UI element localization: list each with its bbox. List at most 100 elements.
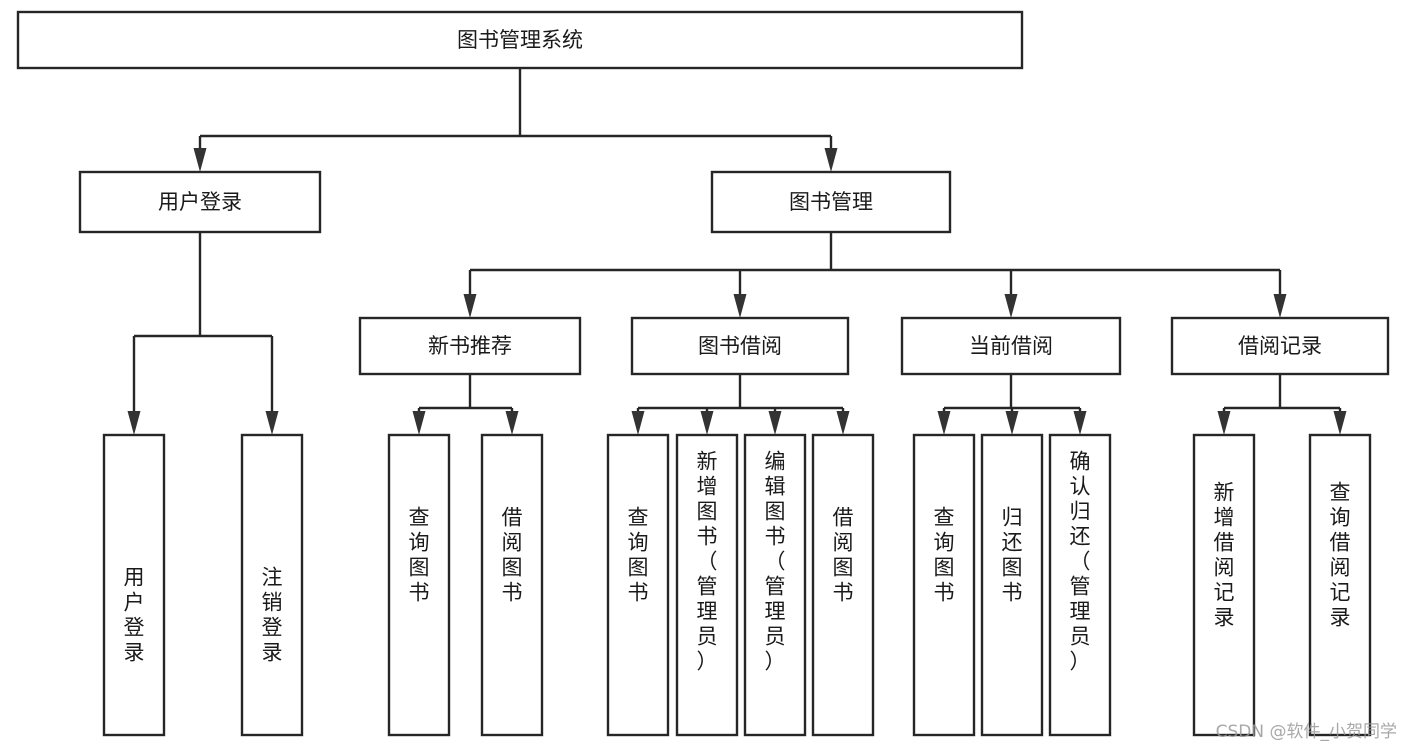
node-box[interactable] (912, 433, 976, 737)
node-box[interactable] (743, 433, 807, 737)
svg-text:录: 录 (1330, 606, 1351, 630)
svg-text:归: 归 (1002, 506, 1023, 530)
node-box[interactable] (675, 433, 739, 737)
svg-text:借: 借 (1330, 531, 1351, 555)
arrow-head-icon (1273, 294, 1287, 318)
node-box[interactable] (1192, 433, 1256, 737)
svg-text:新: 新 (697, 450, 718, 474)
svg-text:员: 员 (1070, 625, 1091, 649)
node-box[interactable] (480, 433, 544, 737)
svg-text:登: 登 (124, 616, 145, 640)
node-label: 图书管理 (789, 190, 873, 214)
svg-text:确: 确 (1070, 450, 1091, 474)
svg-text:理: 理 (697, 600, 718, 624)
node-box[interactable] (811, 433, 875, 737)
svg-text:查: 查 (628, 506, 649, 530)
svg-text:询: 询 (628, 531, 649, 555)
arrow-head-icon (700, 411, 714, 435)
svg-text:辑: 辑 (765, 475, 786, 499)
node-box[interactable] (387, 433, 451, 737)
svg-text:录: 录 (262, 641, 283, 665)
svg-text:注: 注 (262, 566, 283, 590)
node-box[interactable] (1170, 316, 1390, 376)
node-new-book-rec[interactable]: 新书推荐 (358, 316, 582, 376)
node-box[interactable] (16, 10, 1024, 70)
node-borrow-record[interactable]: 借阅记录 (1170, 316, 1390, 376)
node-box[interactable] (358, 316, 582, 376)
svg-text:）: ） (697, 650, 718, 674)
arrow-head-icon (1217, 411, 1231, 435)
node-box[interactable] (240, 433, 304, 737)
arrow-head-icon (836, 411, 850, 435)
svg-text:阅: 阅 (502, 531, 523, 555)
svg-text:增: 增 (1214, 506, 1235, 530)
svg-text:管: 管 (1070, 575, 1091, 599)
connector-group-book-borrow (631, 374, 850, 435)
arrow-head-icon (1005, 411, 1019, 435)
node-box[interactable] (710, 170, 952, 234)
node-box[interactable] (630, 316, 850, 376)
node-book-manage[interactable]: 图书管理 (710, 170, 952, 234)
node-box[interactable] (980, 433, 1044, 737)
svg-text:图: 图 (1002, 556, 1023, 580)
arrow-head-icon (937, 411, 951, 435)
svg-text:户: 户 (124, 591, 145, 615)
arrow-head-icon (631, 411, 645, 435)
svg-text:登: 登 (262, 616, 283, 640)
node-label: 用户登录 (124, 566, 145, 665)
node-box[interactable] (606, 433, 670, 737)
svg-text:录: 录 (124, 641, 145, 665)
node-leaf-user-login[interactable]: 用户登录 (102, 433, 166, 737)
svg-text:录: 录 (1214, 606, 1235, 630)
node-box[interactable] (1308, 433, 1372, 737)
node-label: 借阅记录 (1238, 334, 1322, 358)
svg-text:）: ） (1070, 650, 1091, 674)
node-root[interactable]: 图书管理系统 (16, 10, 1024, 70)
node-label: 当前借阅 (969, 334, 1053, 358)
node-current-borrow[interactable]: 当前借阅 (900, 316, 1122, 376)
svg-text:书: 书 (697, 525, 718, 549)
connector-layer (127, 68, 1347, 435)
svg-text:归: 归 (1070, 500, 1091, 524)
svg-text:新: 新 (1214, 481, 1235, 505)
node-layer: 图书管理系统用户登录图书管理新书推荐图书借阅当前借阅借阅记录用户登录注销登录查询… (16, 10, 1390, 737)
arrow-head-icon (412, 411, 426, 435)
node-box[interactable] (102, 433, 166, 737)
svg-text:还: 还 (1070, 525, 1091, 549)
node-box[interactable] (1048, 433, 1112, 737)
node-box[interactable] (900, 316, 1122, 376)
svg-text:书: 书 (502, 581, 523, 605)
svg-text:记: 记 (1330, 581, 1351, 605)
connector-group-root (193, 68, 838, 172)
node-user-login[interactable]: 用户登录 (78, 170, 322, 234)
svg-text:（: （ (765, 550, 786, 574)
svg-text:查: 查 (1330, 481, 1351, 505)
connector-group-user-login (127, 232, 279, 435)
svg-text:用: 用 (124, 566, 145, 590)
node-box[interactable] (78, 170, 322, 234)
svg-text:书: 书 (409, 581, 430, 605)
node-label: 图书管理系统 (457, 28, 583, 52)
connector-group-book-manage (463, 232, 1287, 318)
svg-text:询: 询 (409, 531, 430, 555)
node-book-borrow[interactable]: 图书借阅 (630, 316, 850, 376)
